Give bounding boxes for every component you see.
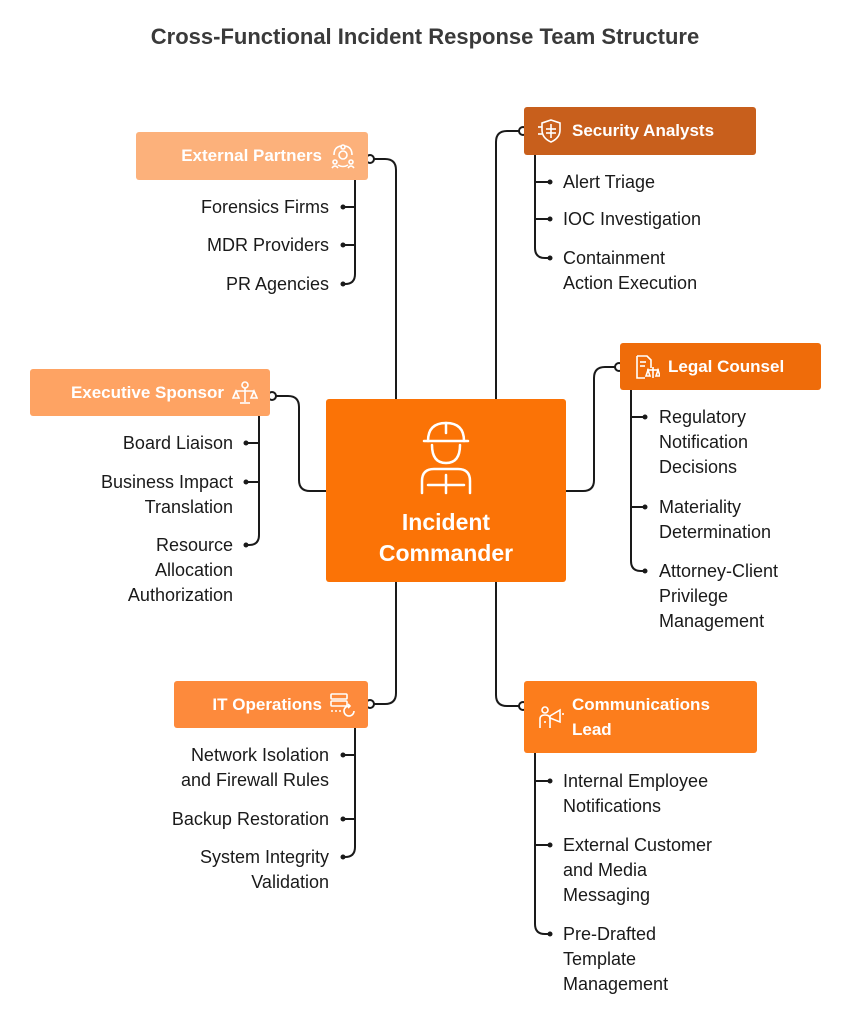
legal-counsel-item-1: Regulatory Notification Decisions — [659, 407, 749, 477]
communications-lead-item-3: Pre-Drafted Template Management — [563, 924, 669, 994]
security-analysts-box: Security Analysts — [524, 107, 756, 155]
legal-counsel-box: Legal Counsel — [620, 343, 821, 390]
communications-lead-box: Communications Lead — [524, 681, 757, 753]
external-partners-item-1: Forensics Firms — [200, 197, 329, 217]
incident-commander-box: Incident Commander — [326, 399, 566, 582]
communications-lead-label: Communications Lead — [572, 695, 710, 739]
shield-circuit-icon — [538, 118, 564, 144]
connector-security-analysts — [495, 130, 523, 399]
bus-security-analysts — [534, 131, 550, 259]
connector-legal-counsel — [566, 366, 619, 492]
bus-communications-lead — [534, 706, 550, 935]
server-refresh-icon — [330, 692, 356, 718]
legal-counsel-item-2: Materiality Determination — [659, 497, 772, 542]
it-operations-item-1: Network Isolation and Firewall Rules — [180, 745, 329, 790]
communications-lead-item-1: Internal Employee Notifications — [563, 771, 709, 816]
security-analysts-item-2: IOC Investigation — [563, 209, 702, 229]
connector-communications-lead — [495, 582, 523, 707]
executive-sponsor-item-1: Board Liaison — [122, 433, 233, 453]
it-operations-item-3: System Integrity Validation — [199, 847, 329, 892]
external-partners-label: External Partners — [181, 146, 322, 165]
connector-executive-sponsor — [272, 395, 326, 492]
legal-counsel-item-3: Attorney-Client Privilege Management — [659, 561, 779, 631]
external-partners-box: External Partners — [136, 132, 368, 180]
network-partners-icon — [330, 143, 356, 169]
it-operations-box: IT Operations — [174, 681, 368, 728]
executive-sponsor-box: Executive Sponsor — [30, 369, 270, 416]
connector-external-partners — [370, 158, 397, 399]
communications-lead-item-2: External Customer and Media Messaging — [563, 835, 713, 905]
megaphone-person-icon — [538, 704, 564, 730]
connector-it-operations — [370, 582, 397, 705]
executive-sponsor-label: Executive Sponsor — [70, 382, 224, 402]
external-partners-item-2: MDR Providers — [206, 235, 329, 255]
security-analysts-item-1: Alert Triage — [563, 172, 656, 192]
legal-document-icon — [634, 354, 660, 380]
bus-legal-counsel — [630, 367, 645, 572]
bus-executive-sponsor — [246, 396, 260, 546]
it-operations-item-2: Backup Restoration — [171, 809, 329, 829]
diagram-title: Cross-Functional Incident Response Team … — [150, 24, 700, 49]
executive-sponsor-item-2: Business Impact Translation — [100, 472, 233, 517]
security-analysts-item-3: Containment Action Execution — [563, 248, 698, 293]
center-label: Incident Commander — [378, 509, 514, 566]
external-partners-item-3: PR Agencies — [225, 274, 329, 294]
security-analysts-label: Security Analysts — [572, 121, 715, 140]
legal-counsel-label: Legal Counsel — [668, 356, 785, 376]
worker-helmet-icon — [418, 417, 474, 495]
balance-scale-icon — [232, 380, 258, 406]
it-operations-label: IT Operations — [212, 694, 322, 714]
executive-sponsor-item-3: Resource Allocation Authorization — [127, 535, 233, 605]
